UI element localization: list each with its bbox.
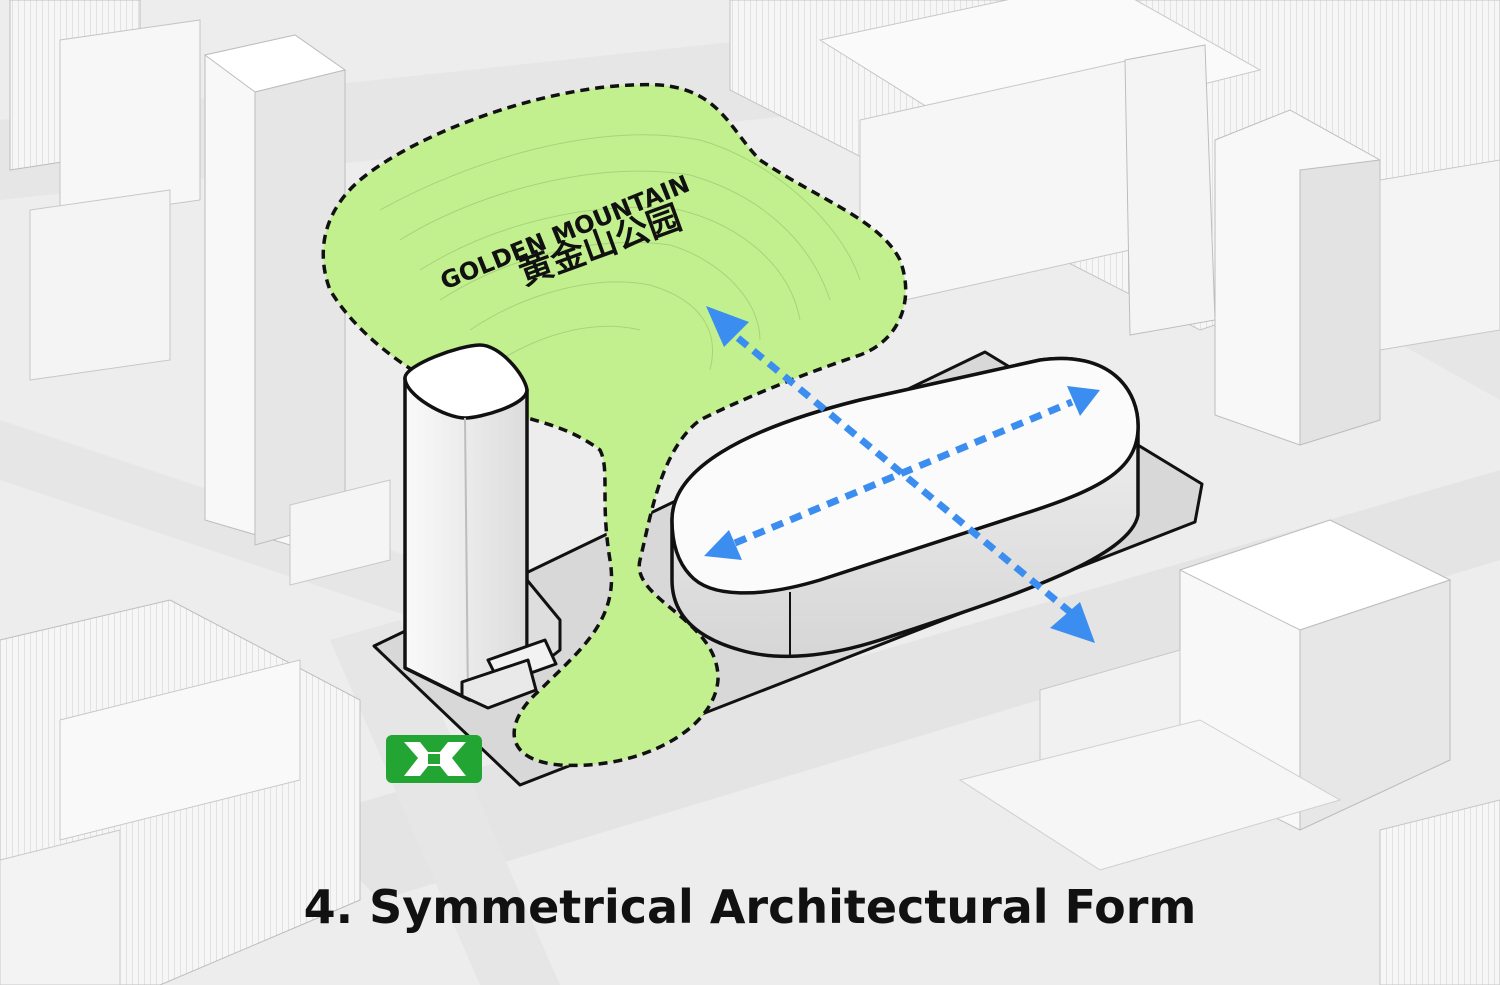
golden-mountain-park <box>321 82 908 768</box>
context-buildings-top-right <box>729 0 1500 446</box>
short-axis-arrowhead-end <box>1067 386 1100 416</box>
short-axis-arrowhead-start <box>704 530 742 560</box>
short-axis-arrow <box>733 398 1074 547</box>
long-axis-arrow <box>735 335 1073 615</box>
long-axis-arrowhead-start <box>706 306 749 347</box>
park-contour-lines <box>379 134 861 371</box>
shenzhen-metro-icon <box>386 735 482 783</box>
symmetry-axes <box>704 306 1100 643</box>
context-buildings-bottom-right <box>958 519 1500 985</box>
long-axis-arrowhead-end <box>1050 602 1095 643</box>
diagram-title: 4. Symmetrical Architectural Form <box>303 880 1197 934</box>
oval-podium-building <box>670 356 1140 659</box>
context-buildings-left <box>0 0 391 985</box>
office-tower <box>403 343 562 710</box>
